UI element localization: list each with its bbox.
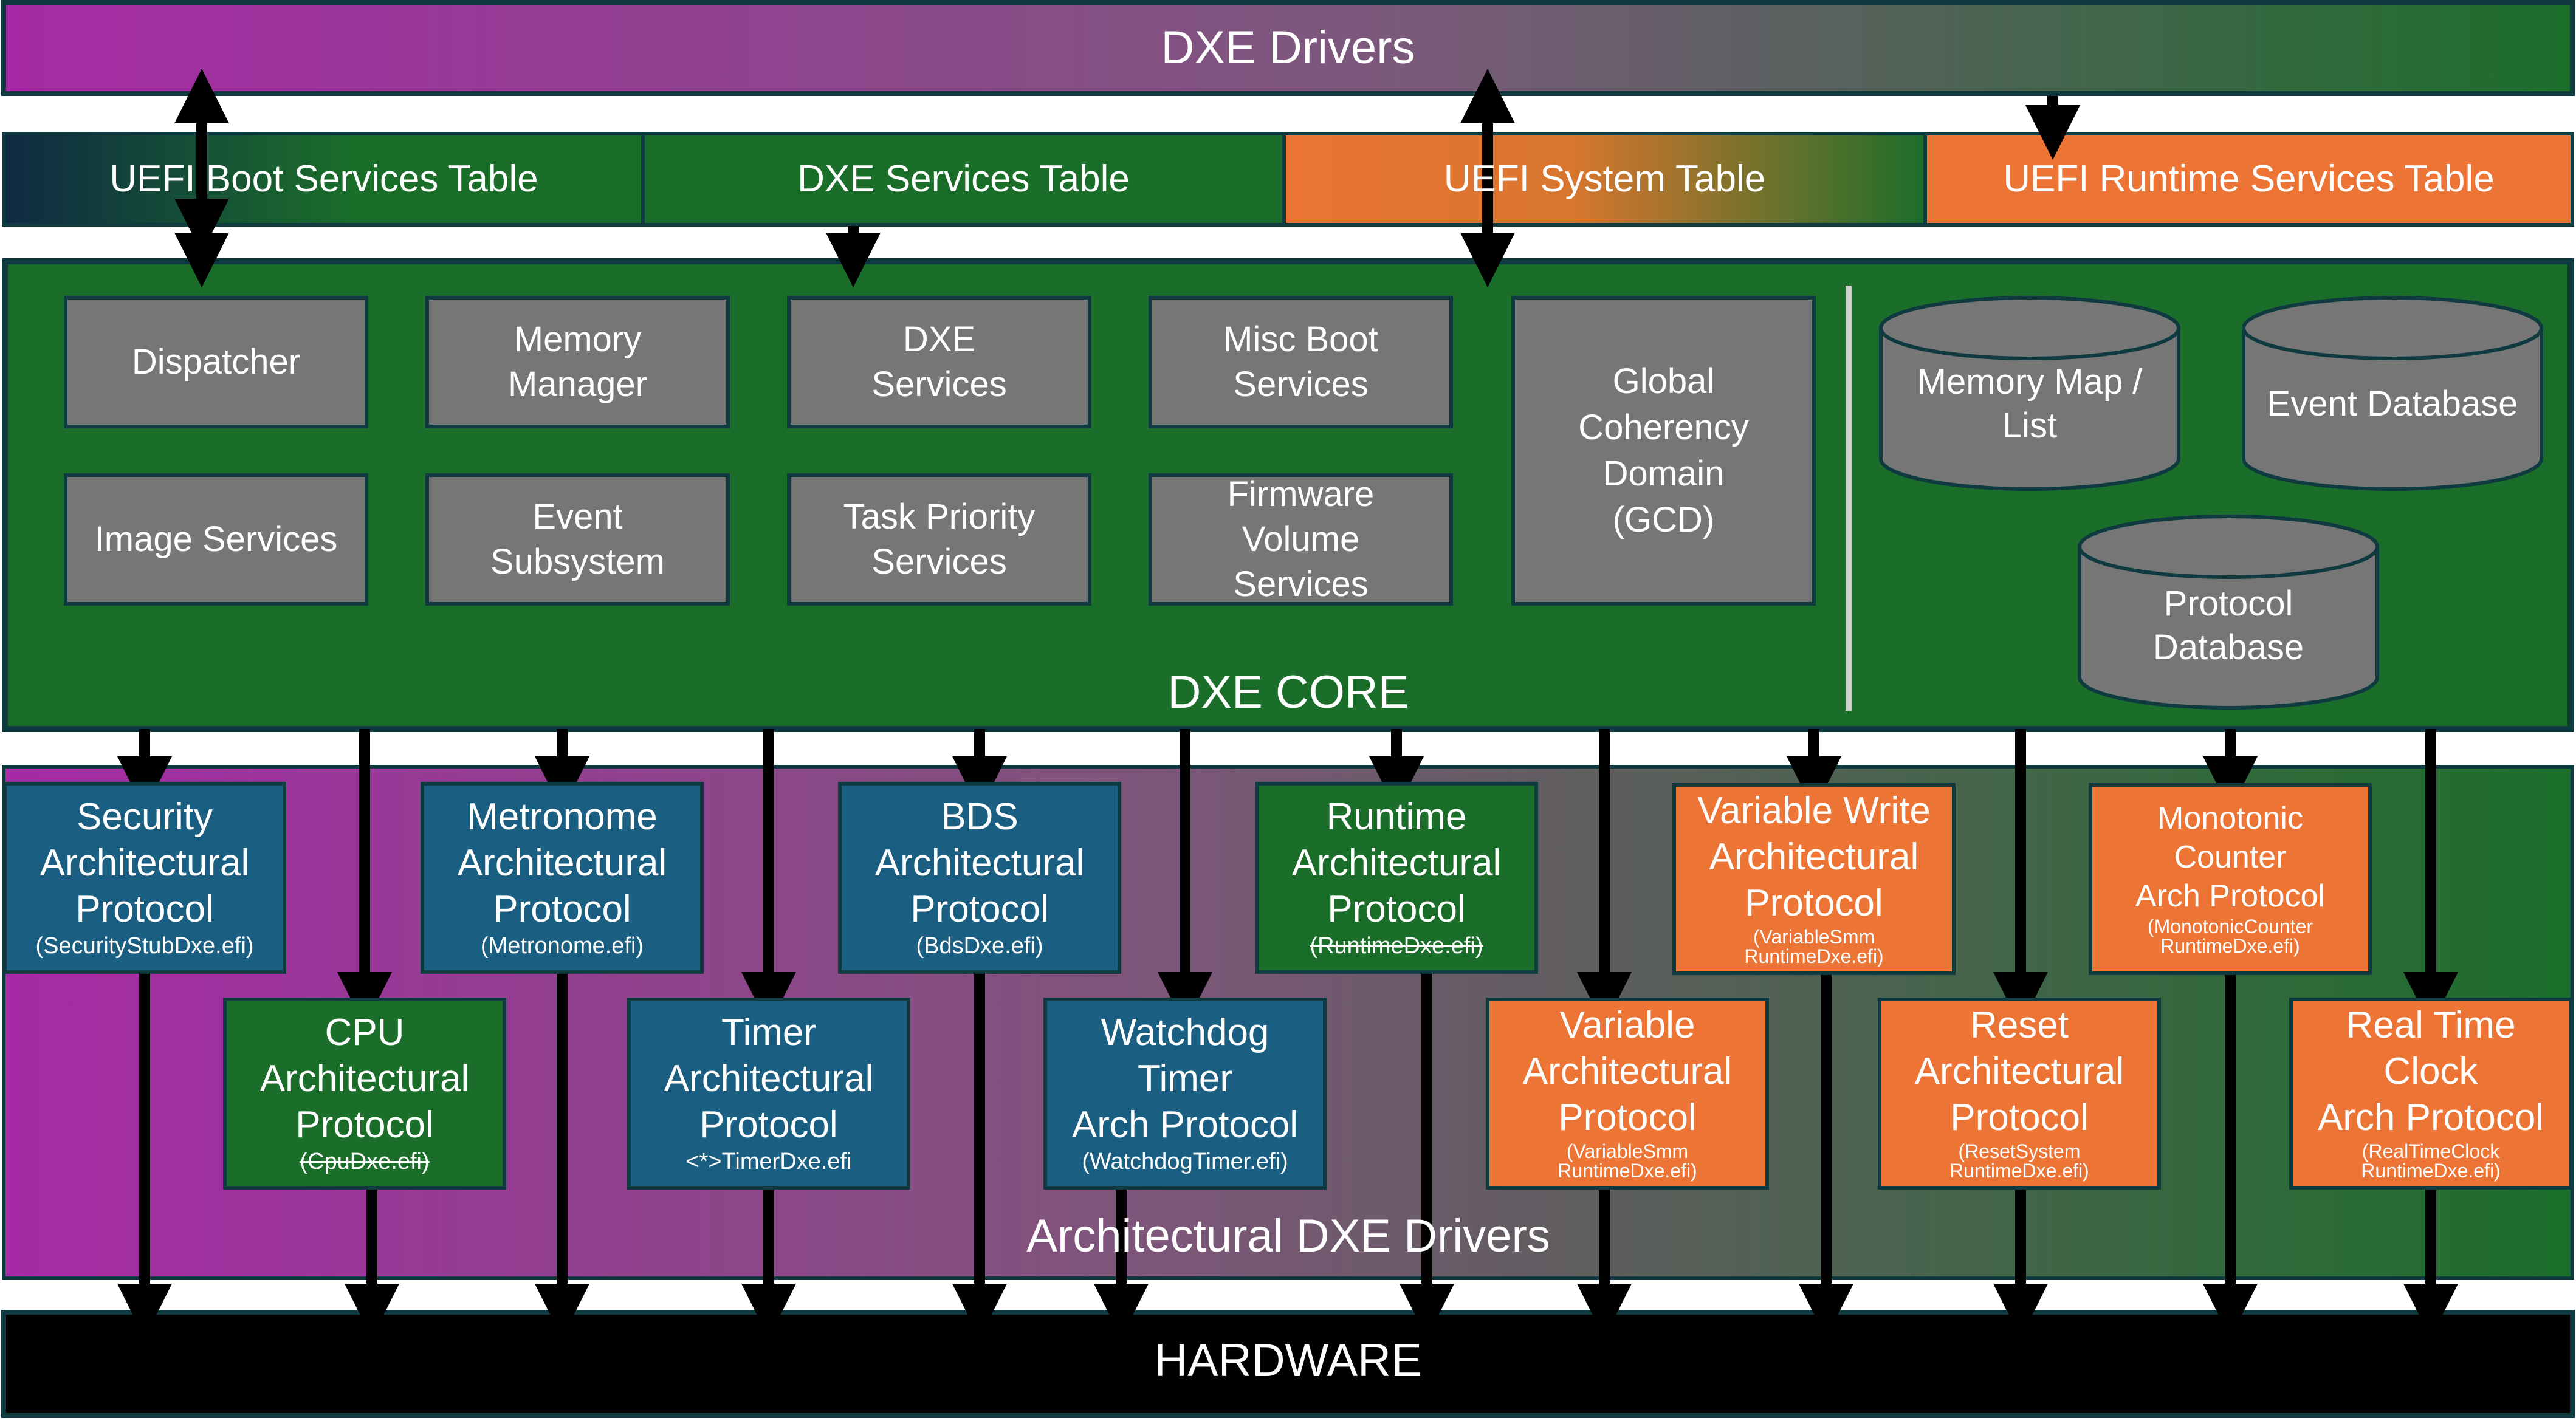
architectural-dxe-drivers-title: Architectural DXE Drivers [1026,1210,1550,1262]
protocol-boxes-layer [3,782,2572,1190]
cpu-protocol-rect [223,998,506,1190]
protocol-database-cylinder [2078,515,2379,710]
uefi-boot-services-table-label: UEFI Boot Services Table [109,158,538,200]
event-subsystem-rect [425,473,730,606]
runtime-protocol-rect [1255,782,1538,974]
misc-boot-services-rect [1149,296,1453,428]
event-database-cylinder-top [2242,296,2543,360]
uefi-runtime-services-table-label: UEFI Runtime Services Table [2003,158,2495,200]
firmware-volume-services-rect [1149,473,1453,606]
variable-protocol-rect [1486,998,1769,1190]
task-priority-services-rect [787,473,1091,606]
dxe-core-title: DXE CORE [1167,666,1409,718]
dispatcher-rect [64,296,368,428]
gcd-rect [1511,296,1816,606]
dxe-services-table [641,132,1286,227]
dxe-drivers-bar [1,0,2575,96]
monotonic-counter-protocol-rect [2089,783,2372,975]
event-database-cylinder-body [2242,328,2543,491]
protocol-database-cylinder-body [2078,547,2379,710]
dxe-drivers-title: DXE Drivers [1161,22,1415,74]
event-database: Event Database [2267,384,2518,423]
memory-manager-rect [425,296,730,428]
timer-protocol-rect [627,998,910,1190]
metronome-protocol-rect [421,782,704,974]
memory-map-cylinder-body [1879,328,2180,491]
real-time-clock-protocol-rect [2289,998,2572,1190]
uefi-boot-services-table [2,132,645,227]
uefi-system-table-label: UEFI System Table [1443,158,1766,200]
watchdog-timer-protocol-rect [1043,998,1327,1190]
dispatcher-box: Dispatcher [131,342,301,382]
memory-map-cylinder-top [1879,296,2180,360]
memory-map-cylinder [1879,296,2180,491]
variable-write-protocol-rect [1672,783,1956,975]
reset-protocol-rect [1878,998,2161,1190]
dxe-services-table-label: DXE Services Table [797,158,1130,200]
image-services-box: Image Services [94,519,338,559]
protocol-database-cylinder-top [2078,515,2379,579]
hardware-bar [1,1310,2575,1418]
image-services-rect [64,473,368,606]
dxe-services-rect [787,296,1091,428]
hardware-title: HARDWARE [1154,1335,1422,1386]
security-protocol-rect [3,782,286,974]
bds-protocol-rect [838,782,1121,974]
event-database-cylinder [2242,296,2543,491]
memory-map-database: Memory Map /List [1917,362,2143,445]
